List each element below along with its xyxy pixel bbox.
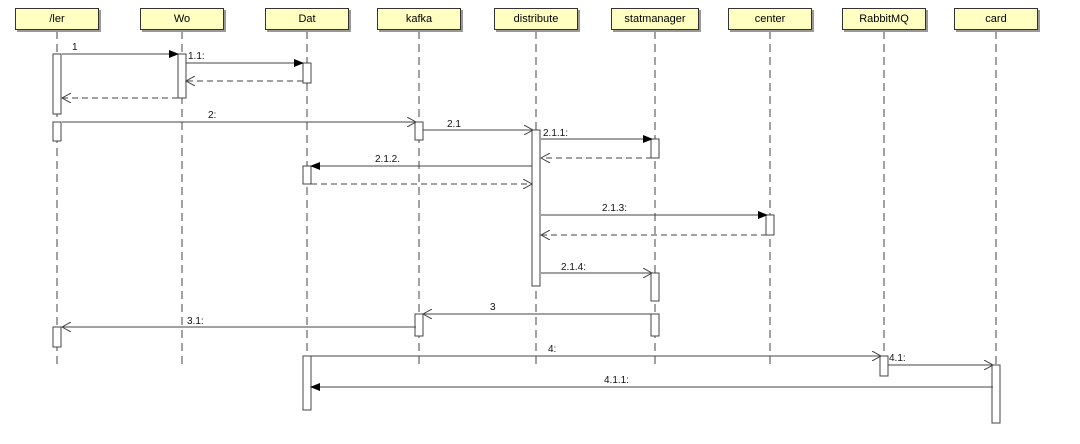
- lifeline-header-l6: center: [728, 8, 812, 30]
- lifeline-header-l4: distribute: [494, 8, 578, 30]
- message-label-1: 1.1:: [188, 51, 205, 62]
- activation-bar: [52, 53, 62, 115]
- message-label-17: 4.1.1:: [604, 375, 630, 386]
- activation-bar: [302, 62, 312, 84]
- activation-bar: [302, 355, 312, 411]
- lifeline-header-l1: Wo: [140, 8, 224, 30]
- message-label-8: 2.1.2.: [375, 154, 401, 165]
- message-label-16: 4.1:: [889, 353, 906, 364]
- message-label-5: 2.1: [447, 119, 461, 130]
- lifeline-header-l2: Dat: [265, 8, 349, 30]
- activation-bar: [650, 272, 660, 302]
- activation-bar: [765, 214, 775, 236]
- activation-bar: [52, 326, 62, 348]
- message-label-0: 1: [72, 42, 78, 53]
- message-label-13: 3: [490, 302, 496, 313]
- message-label-12: 2.1.4:: [561, 262, 587, 273]
- activation-bar: [991, 364, 1001, 424]
- message-label-4: 2:: [208, 110, 217, 121]
- message-label-6: 2.1.1:: [543, 128, 569, 139]
- lifeline-header-l3: kafka: [377, 8, 461, 30]
- message-label-15: 4:: [548, 344, 557, 355]
- lifeline-header-l8: card: [954, 8, 1038, 30]
- activation-bar: [177, 53, 187, 99]
- message-label-14: 3.1:: [187, 316, 204, 327]
- activation-bar: [531, 129, 541, 287]
- activation-bar: [414, 121, 424, 141]
- activation-bar: [879, 355, 889, 377]
- activation-bar: [302, 165, 312, 185]
- message-label-10: 2.1.3:: [602, 203, 628, 214]
- lifeline-header-l5: statmanager: [611, 8, 699, 30]
- lifeline-header-l7: RabbitMQ: [842, 8, 926, 30]
- activation-bar: [52, 121, 62, 142]
- activation-bar: [414, 313, 424, 337]
- activation-bar: [650, 313, 660, 337]
- activation-bar: [650, 138, 660, 159]
- lifeline-header-l0: /ler: [15, 8, 99, 30]
